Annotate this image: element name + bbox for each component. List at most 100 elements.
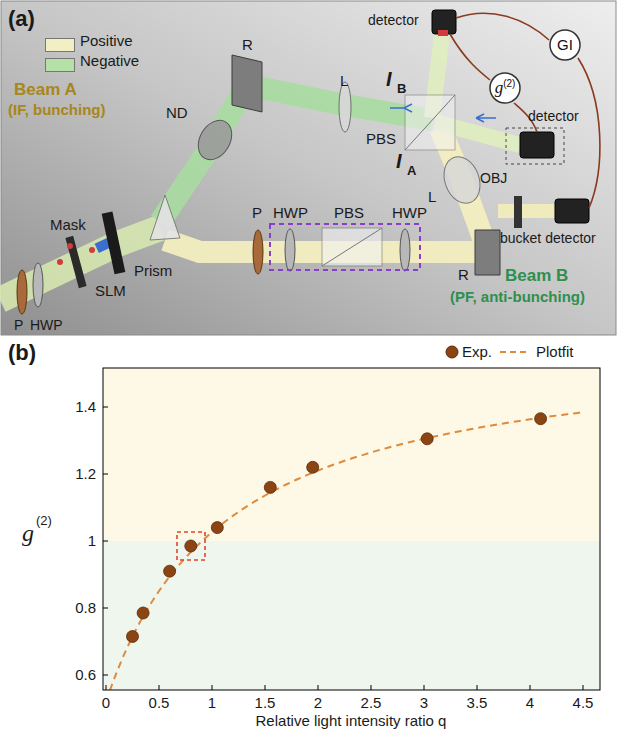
drawing-part	[253, 230, 263, 274]
part-name: HWP	[273, 204, 308, 221]
tick-label: 1.4	[75, 398, 96, 415]
part-name: P	[252, 204, 262, 221]
part-name: PBS	[366, 130, 396, 147]
circle-text: g(2)	[495, 78, 516, 98]
drawing-part	[57, 259, 63, 265]
drawing-part	[438, 30, 448, 36]
drawing-part	[65, 236, 86, 288]
part-name: HWP	[30, 317, 63, 333]
drawing-part	[103, 608, 108, 609]
drawing-part	[106, 412, 583, 690]
light-beams	[0, 34, 556, 300]
drawing-part	[520, 132, 554, 158]
intensity-symbol: I	[386, 68, 392, 91]
drawing-part	[159, 685, 160, 690]
drawing-part	[232, 55, 262, 112]
beam-note: (PF, anti-bunching)	[450, 288, 585, 305]
fit-curve	[106, 412, 583, 690]
part-name: SLM	[95, 282, 126, 299]
drawing-part	[322, 228, 382, 266]
drawing-part	[103, 368, 600, 541]
drawing-part	[211, 522, 223, 534]
intensity-symbol: I	[396, 150, 402, 173]
drawing-part	[450, 34, 490, 80]
tick-label: 0.6	[75, 666, 96, 683]
drawing-part	[530, 685, 531, 690]
drawing-part	[421, 433, 433, 445]
axis-title: g	[22, 520, 34, 548]
drawing-part	[160, 85, 432, 222]
tick-label: 1.5	[255, 694, 276, 711]
panel-ground	[1, 1, 616, 335]
drawing-part	[578, 58, 600, 208]
legend-line	[500, 344, 532, 360]
drawing-part	[67, 243, 73, 249]
detectors	[390, 10, 589, 228]
circle-text: GI	[557, 36, 573, 54]
part-name: HWP	[392, 204, 427, 221]
drawing-part	[177, 532, 205, 560]
drawing-part	[371, 685, 372, 690]
drawing-part	[164, 565, 176, 577]
drawing-part	[438, 152, 486, 209]
panel-tag: (b)	[8, 340, 36, 365]
input-optics	[17, 114, 238, 314]
legend-text: Negative	[80, 52, 139, 69]
drawing-part	[535, 413, 547, 425]
tick-label: 1	[208, 694, 216, 711]
drawing-part	[405, 95, 455, 150]
tick-label: 1.2	[75, 465, 96, 482]
legend-text: Positive	[80, 32, 133, 49]
drawing-part	[400, 229, 410, 271]
legend-text: Exp.	[462, 343, 492, 360]
part-name: Prism	[134, 262, 172, 279]
drawing-part	[285, 229, 295, 271]
beam-name: Beam B	[505, 266, 568, 286]
part-name: bucket detector	[500, 230, 596, 246]
drawing-part	[103, 407, 583, 690]
tick-label: 4.5	[573, 694, 594, 711]
drawing-part	[514, 196, 522, 228]
correlator-circle: g(2)	[489, 72, 521, 104]
part-name: OBJ	[480, 170, 507, 186]
drawing-part	[265, 685, 266, 690]
part-name: R	[458, 266, 469, 283]
drawing-part	[185, 540, 197, 552]
drawing-part	[103, 541, 600, 690]
drawing-part	[476, 114, 496, 122]
drawing-part	[106, 685, 107, 690]
intensity-subscript: B	[397, 82, 406, 97]
panel-tag: (a)	[8, 6, 35, 31]
drawing-part	[103, 474, 108, 475]
tick-label: 2.5	[361, 694, 382, 711]
drawing-part	[137, 607, 149, 619]
drawing-part	[192, 114, 239, 165]
marker-dash	[500, 351, 530, 353]
tick-label: 3	[420, 694, 428, 711]
drawing-part	[127, 413, 547, 643]
marker-dot	[446, 346, 458, 358]
tick-label: 4	[526, 694, 534, 711]
drawing-part	[424, 685, 425, 690]
drawing-part	[33, 263, 43, 307]
drawing-part	[264, 481, 276, 493]
part-name: R	[242, 36, 253, 53]
tick-label: 3.5	[467, 694, 488, 711]
drawing-part	[583, 685, 584, 690]
axis-title: (2)	[36, 514, 52, 529]
legend-swatch	[45, 58, 75, 72]
drawing-part	[17, 270, 27, 314]
legend-text: Plotfit	[536, 343, 574, 360]
drawing-part	[555, 199, 589, 223]
drawing-part	[456, 13, 549, 40]
node-superscript: (2)	[503, 78, 515, 89]
intensity-subscript: A	[407, 164, 416, 179]
node-text: g	[495, 78, 504, 97]
drawing-part	[89, 247, 95, 253]
drawing-part	[307, 461, 319, 473]
beam-note: (IF, bunching)	[8, 101, 105, 118]
tick-label: 0.5	[149, 694, 170, 711]
part-name: Mask	[50, 216, 86, 233]
part-name: L	[428, 188, 436, 205]
tick-label: 0	[102, 694, 110, 711]
